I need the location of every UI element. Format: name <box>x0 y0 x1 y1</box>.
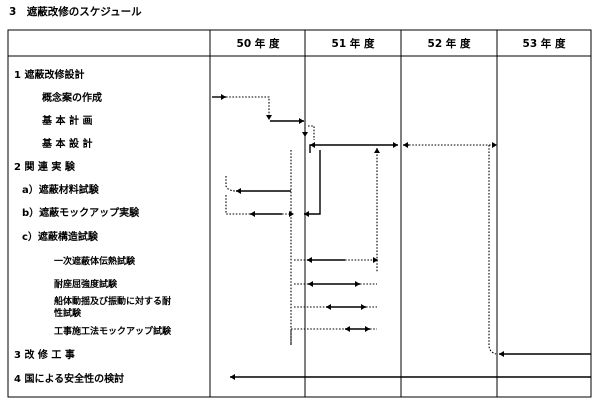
bar-concept <box>212 94 272 120</box>
row-label: c）遮蔽構造試験 <box>22 230 99 243</box>
row-label: 基 本 計 画 <box>41 114 92 127</box>
year-header: 52 年 度 <box>428 37 471 50</box>
bar-basic-plan <box>270 118 308 137</box>
bar-construction-work <box>499 351 591 357</box>
row-label: 一次遮蔽体伝熱試験 <box>54 255 136 267</box>
bar-basic-design <box>308 125 497 355</box>
page-title: 3 遮蔽改修のスケジュール <box>9 6 142 18</box>
row-label: 4 国による安全性の検討 <box>14 372 124 385</box>
bar-construction-test <box>290 326 377 345</box>
row-label: 船体動揺及び振動に対する耐 <box>54 295 171 307</box>
bar-material-test <box>225 150 292 345</box>
year-header: 53 年 度 <box>523 37 566 50</box>
row-label: 概念案の作成 <box>42 91 102 104</box>
row-label: 1 遮蔽改修設計 <box>14 68 84 81</box>
row-label: b）遮蔽モックアップ実験 <box>22 206 140 219</box>
bar-heat-transfer <box>294 257 378 263</box>
row-label: 基 本 設 計 <box>41 137 92 150</box>
bar-vibration-test <box>294 304 377 310</box>
row-label: 性試験 <box>54 307 82 319</box>
row-label: 工事施工法モックアップ試験 <box>54 325 172 337</box>
row-label: 耐座屈強度試験 <box>54 278 118 290</box>
bar-mockup <box>225 150 321 217</box>
table-border <box>7 29 592 398</box>
row-label: 3 改 修 工 事 <box>14 348 75 361</box>
year-header: 51 年 度 <box>332 37 375 50</box>
year-header: 50 年 度 <box>237 37 280 50</box>
bar-safety-review <box>230 374 591 380</box>
bar-buckling-test <box>294 281 377 287</box>
row-label: 2 関 連 実 験 <box>14 160 76 173</box>
row-label: a）遮蔽材料試験 <box>22 183 100 196</box>
